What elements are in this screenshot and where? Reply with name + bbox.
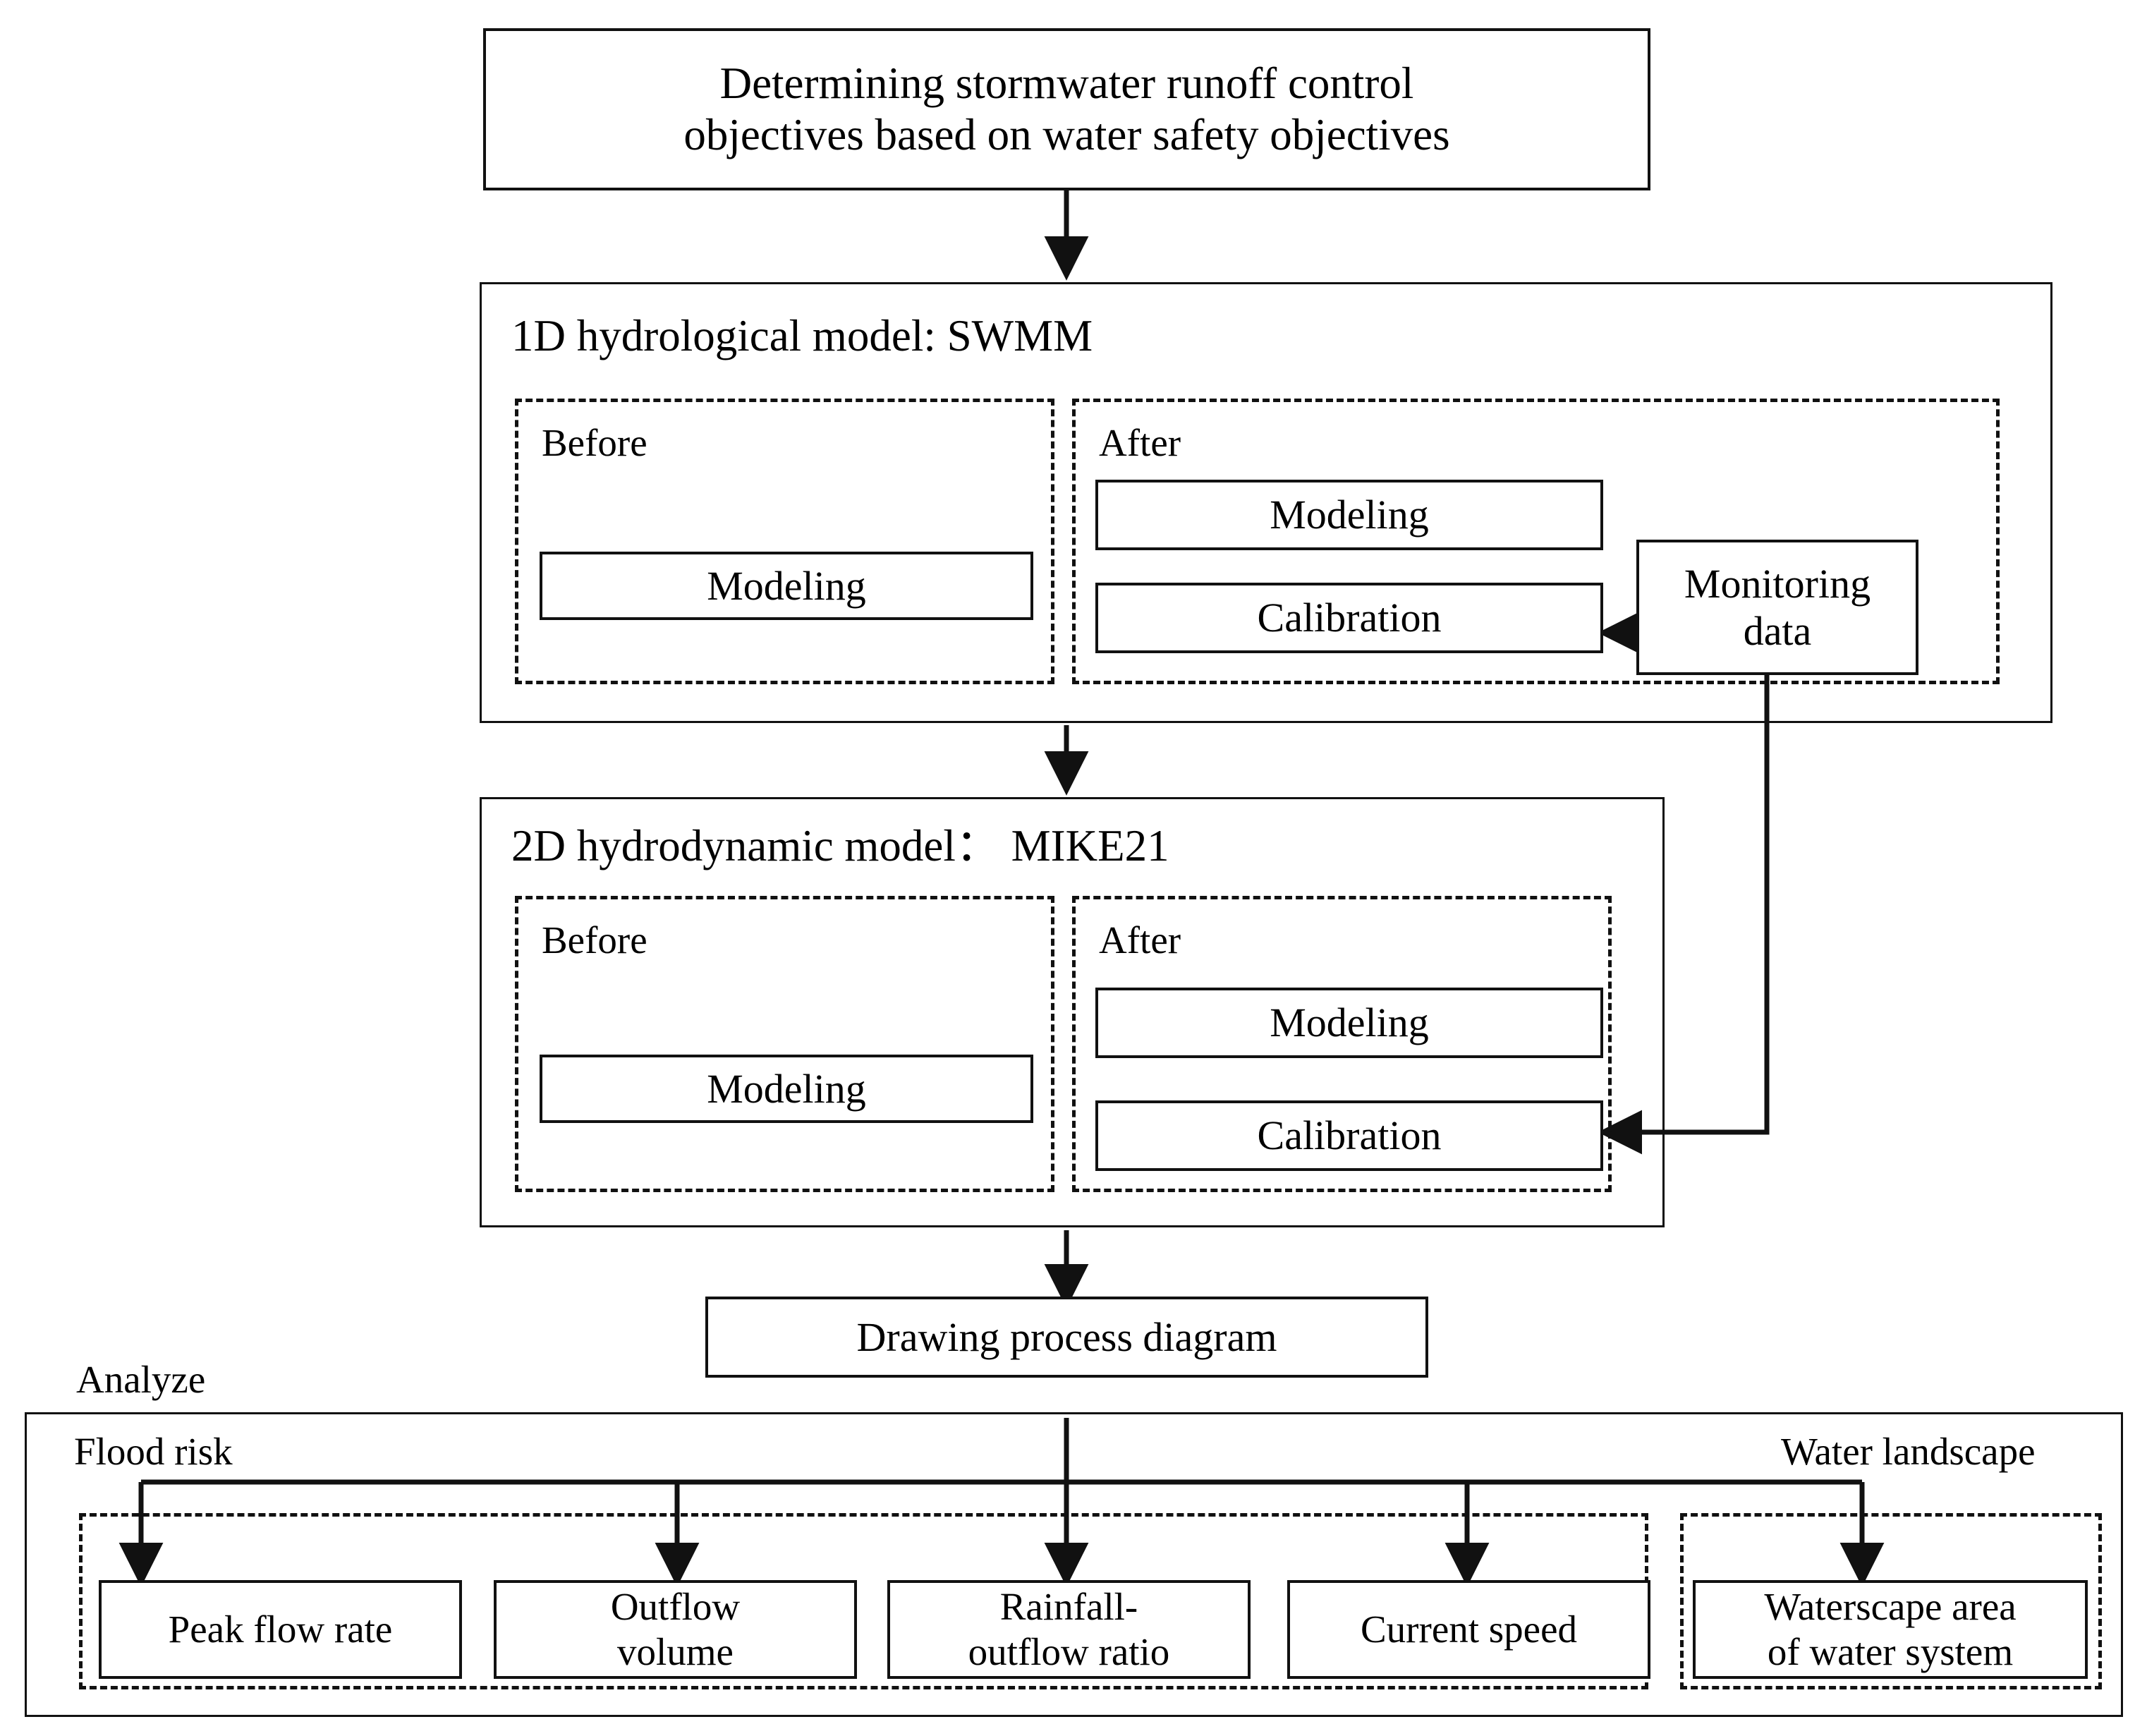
mike21-after-group (1072, 896, 1612, 1192)
water-landscape-group (1680, 1513, 2102, 1689)
swmm-after-label: After (1099, 421, 1181, 464)
objectives-box: Determining stormwater runoff control ob… (483, 28, 1650, 190)
mike21-after-modeling-box: Modeling (1095, 988, 1603, 1058)
swmm-section-header: 1D hydrological model: SWMM (511, 311, 1093, 360)
leaf-current-speed: Current speed (1287, 1580, 1650, 1679)
water-landscape-label: Water landscape (1781, 1430, 2036, 1473)
mike21-after-label: After (1099, 918, 1181, 961)
swmm-after-calibration-box: Calibration (1095, 583, 1603, 653)
swmm-after-modeling-box: Modeling (1095, 480, 1603, 550)
mike21-before-modeling-box: Modeling (540, 1055, 1033, 1123)
leaf-rainfall-outflow-ratio: Rainfall- outflow ratio (887, 1580, 1251, 1679)
analyze-label: Analyze (76, 1358, 206, 1401)
mike21-after-calibration-box: Calibration (1095, 1100, 1603, 1171)
swmm-after-group (1072, 399, 2000, 684)
mike21-before-label: Before (542, 918, 647, 961)
drawing-process-diagram-box: Drawing process diagram (705, 1297, 1428, 1378)
monitoring-data-box: Monitoring data (1636, 540, 1918, 675)
analyze-section (25, 1412, 2123, 1717)
leaf-waterscape-area: Waterscape area of water system (1693, 1580, 2088, 1679)
swmm-section (480, 282, 2052, 723)
swmm-before-modeling-box: Modeling (540, 552, 1033, 620)
leaf-peak-flow-rate: Peak flow rate (99, 1580, 462, 1679)
mike21-section-header: 2D hydrodynamic model： MIKE21 (511, 821, 1169, 870)
leaf-outflow-volume: Outflow volume (494, 1580, 857, 1679)
swmm-before-group (515, 399, 1054, 684)
mike21-section (480, 797, 1665, 1227)
swmm-before-label: Before (542, 421, 647, 464)
flood-risk-label: Flood risk (74, 1430, 233, 1473)
mike21-before-group (515, 896, 1054, 1192)
